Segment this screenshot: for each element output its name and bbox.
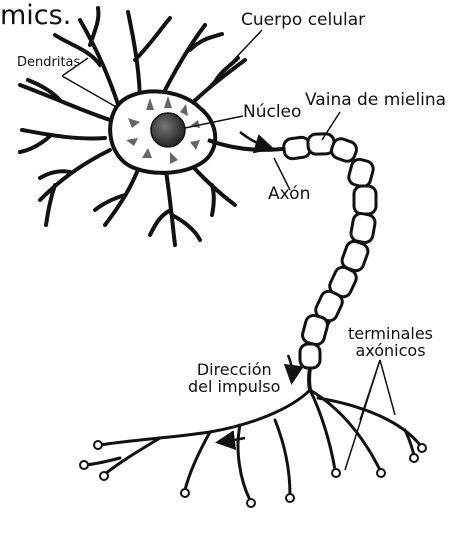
axon-terminals bbox=[85, 390, 420, 500]
label-cuerpo-celular: Cuerpo celular bbox=[241, 12, 365, 30]
label-vaina-de-mielina: Vaina de mielina bbox=[305, 92, 446, 110]
label-direccion-impulso: Dirección del impulso bbox=[188, 362, 280, 396]
nucleus bbox=[151, 113, 185, 147]
axon-hillock bbox=[208, 140, 290, 150]
label-axon: Axón bbox=[268, 186, 310, 204]
header-fragment: mics. bbox=[0, 2, 71, 30]
synaptic-knobs bbox=[80, 441, 426, 507]
label-direccion-line2: del impulso bbox=[188, 379, 280, 396]
label-terminales-line2: axónicos bbox=[348, 343, 433, 360]
label-dendritas: Dendritas bbox=[17, 56, 80, 70]
label-nucleo: Núcleo bbox=[243, 104, 301, 122]
label-terminales-axonicos: terminales axónicos bbox=[348, 326, 433, 360]
